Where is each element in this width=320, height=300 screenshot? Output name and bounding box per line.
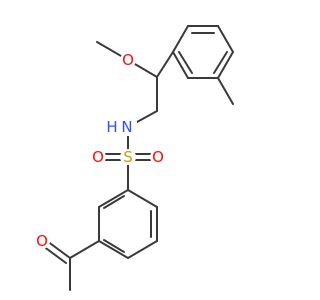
bond-tolyl-6: [172, 51, 189, 79]
atom-labels: O H N S O O O: [34, 51, 166, 250]
sulfur-label: S: [123, 148, 133, 166]
bond-tolyl-methyl: [217, 77, 234, 105]
bond-tolyl-inner-2: [213, 51, 228, 74]
bond-ch-tolyl: [156, 51, 174, 78]
bond-benzene-inner-3: [103, 195, 125, 209]
bond-carbonyl-o-a: [46, 240, 71, 259]
sulfonyl-oxygen-left-label: O: [92, 148, 104, 166]
bond-tolyl-1: [172, 25, 189, 53]
carbonyl-oxygen-label: O: [36, 232, 48, 250]
bond-carbonyl-o-b: [42, 245, 67, 264]
bond-benzene-4: [98, 240, 129, 259]
sulfonyl-oxygen-right-label: O: [152, 148, 164, 166]
bond-benzene-1: [127, 189, 158, 208]
bond-tolyl-4: [217, 51, 234, 79]
methoxy-oxygen-label: O: [122, 51, 134, 69]
bond-benzene-3: [127, 240, 158, 259]
bond-tolyl-3: [217, 25, 234, 53]
bonds: [42, 25, 234, 291]
bond-benzene-6: [98, 189, 129, 208]
bond-tolyl-inner-3: [178, 51, 193, 74]
bond-benzene-inner-2: [103, 239, 125, 253]
amine-nitrogen-label: N: [121, 118, 132, 136]
amine-hydrogen-label: H: [106, 118, 117, 136]
chemical-structure-diagram: O H N S O O O: [34, 25, 234, 291]
bond-benzene-carbonyl: [69, 240, 100, 259]
